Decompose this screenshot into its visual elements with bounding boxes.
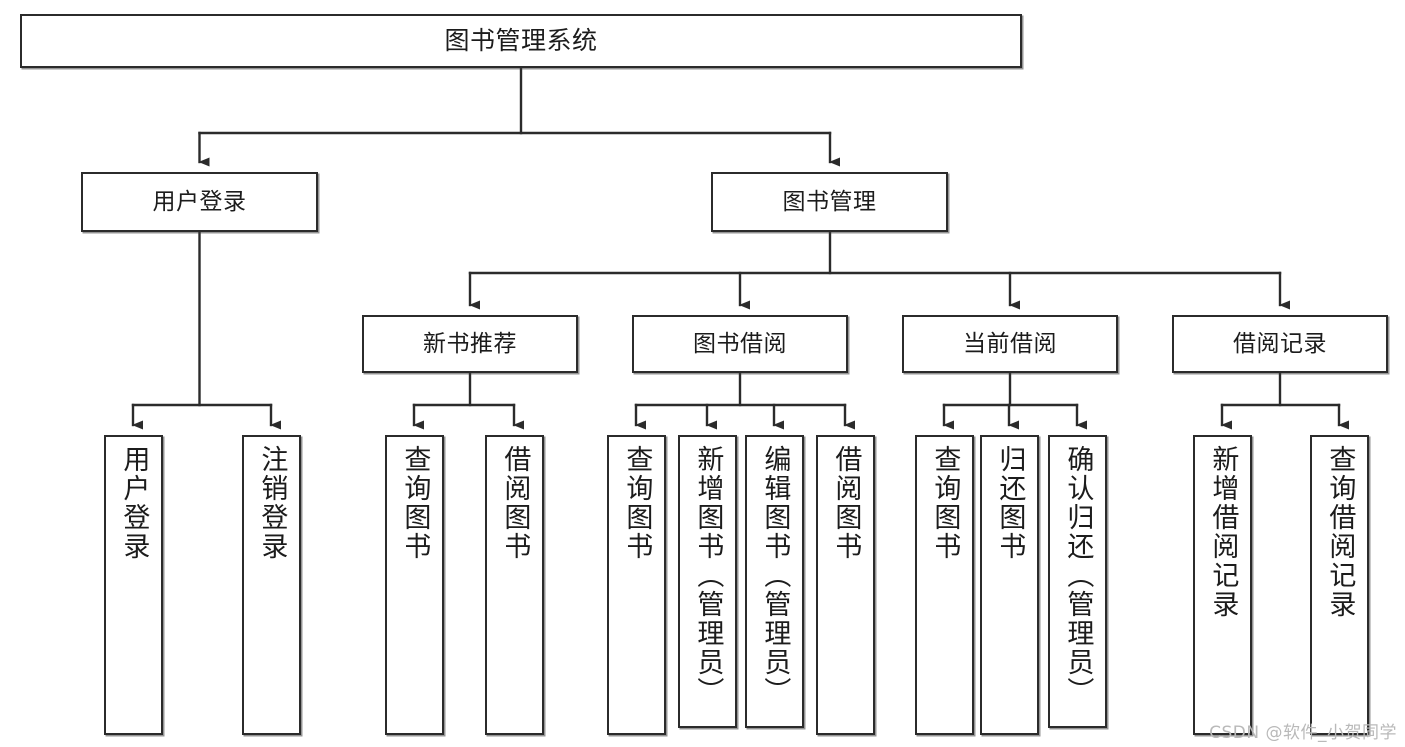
leaf-node-query-books-borrow[interactable]: 查询图书 [607, 435, 666, 735]
leaf-node-borrow-books-new[interactable]: 借阅图书 [485, 435, 544, 735]
leaf-node-edit-book-admin[interactable]: 编辑图书（管理员） [745, 435, 804, 728]
node-book-management[interactable]: 图书管理 [711, 172, 948, 232]
node-label: 新增图书（管理员） [692, 445, 724, 706]
node-user-login[interactable]: 用户登录 [81, 172, 318, 232]
leaf-node-return-books[interactable]: 归还图书 [980, 435, 1039, 735]
leaf-node-logout[interactable]: 注销登录 [242, 435, 301, 735]
leaf-node-borrow-books[interactable]: 借阅图书 [816, 435, 875, 735]
leaf-node-add-book-admin[interactable]: 新增图书（管理员） [678, 435, 737, 728]
node-label: 借阅图书 [830, 445, 862, 561]
node-label: 当前借阅 [963, 330, 1057, 357]
node-label: 查询图书 [621, 445, 653, 561]
node-borrow-records[interactable]: 借阅记录 [1172, 315, 1388, 373]
node-label: 归还图书 [994, 445, 1026, 561]
leaf-node-query-books-new[interactable]: 查询图书 [385, 435, 444, 735]
node-label: 用户登录 [118, 445, 150, 561]
node-label: 借阅记录 [1233, 330, 1327, 357]
leaf-node-confirm-return-admin[interactable]: 确认归还（管理员） [1048, 435, 1107, 728]
node-label: 确认归还（管理员） [1062, 445, 1094, 706]
node-book-borrowing[interactable]: 图书借阅 [632, 315, 848, 373]
node-label: 查询图书 [399, 445, 431, 561]
node-book-management-system[interactable]: 图书管理系统 [20, 14, 1022, 68]
node-label: 图书管理系统 [444, 25, 598, 55]
node-label: 查询借阅记录 [1324, 445, 1356, 619]
leaf-node-query-books-current[interactable]: 查询图书 [915, 435, 974, 735]
node-label: 用户登录 [152, 188, 247, 215]
node-label: 借阅图书 [499, 445, 531, 561]
node-label: 注销登录 [256, 445, 288, 561]
node-label: 查询图书 [929, 445, 961, 561]
node-current-borrowing[interactable]: 当前借阅 [902, 315, 1118, 373]
node-label: 图书管理 [782, 188, 877, 215]
leaf-node-add-borrow-record[interactable]: 新增借阅记录 [1193, 435, 1252, 735]
node-label: 新增借阅记录 [1207, 445, 1239, 619]
node-label: 新书推荐 [423, 330, 517, 357]
node-new-book-recommendation[interactable]: 新书推荐 [362, 315, 578, 373]
node-label: 编辑图书（管理员） [759, 445, 791, 706]
leaf-node-user-login[interactable]: 用户登录 [104, 435, 163, 735]
leaf-node-query-borrow-record[interactable]: 查询借阅记录 [1310, 435, 1369, 735]
node-label: 图书借阅 [693, 330, 787, 357]
